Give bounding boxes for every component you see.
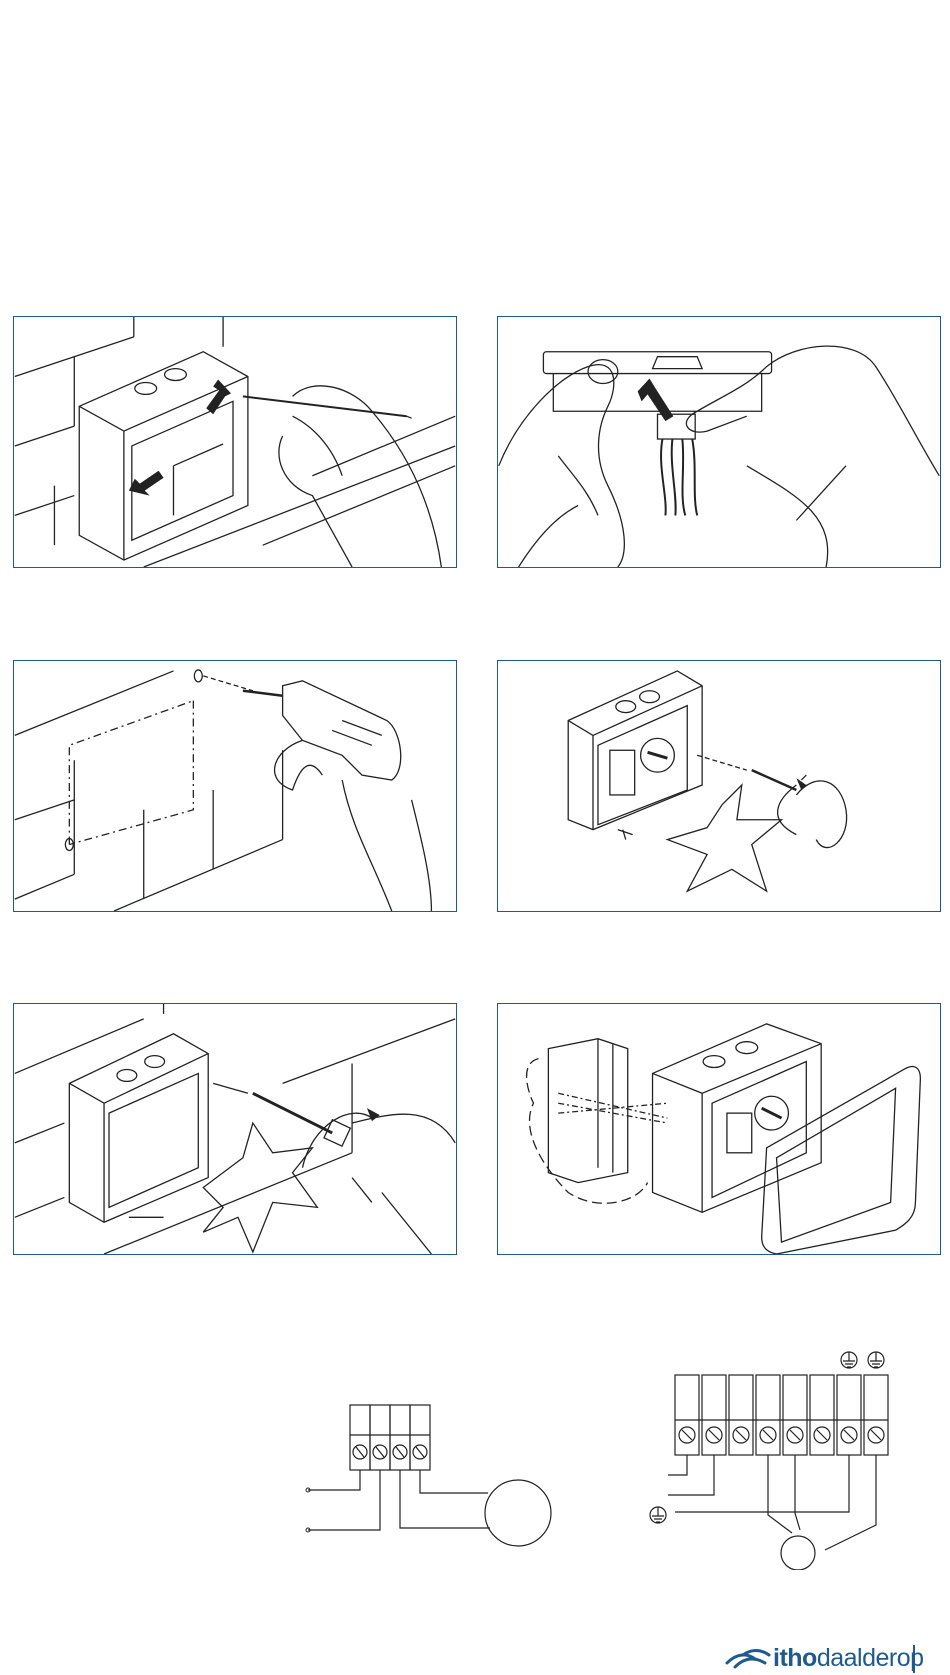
drill-icon <box>14 661 456 911</box>
panel-drill-holes <box>13 660 457 912</box>
screwdriver-icon <box>14 1004 456 1254</box>
connector-icon <box>498 317 940 567</box>
brand-logo: ithodaalderop <box>725 1643 925 1673</box>
panel-attach-cover <box>497 1003 941 1255</box>
pencil-icon <box>14 317 456 567</box>
brand-name-light: daalderop <box>817 1644 924 1672</box>
panel-attach-connector <box>497 316 941 568</box>
screwdriver-icon <box>498 661 940 911</box>
wiring-diagram-left <box>300 1395 570 1550</box>
panel-mark-holes <box>13 316 457 568</box>
wiring-diagram-right <box>640 1345 890 1570</box>
panel-screw-box-wall <box>497 660 941 912</box>
wave-logo-icon <box>725 1647 771 1669</box>
brand-divider <box>913 1645 915 1673</box>
brand-name-bold: itho <box>773 1644 817 1672</box>
panel-fasten-box <box>13 1003 457 1255</box>
cover-icon <box>498 1004 940 1254</box>
brand-name: ithodaalderop <box>773 1643 924 1673</box>
